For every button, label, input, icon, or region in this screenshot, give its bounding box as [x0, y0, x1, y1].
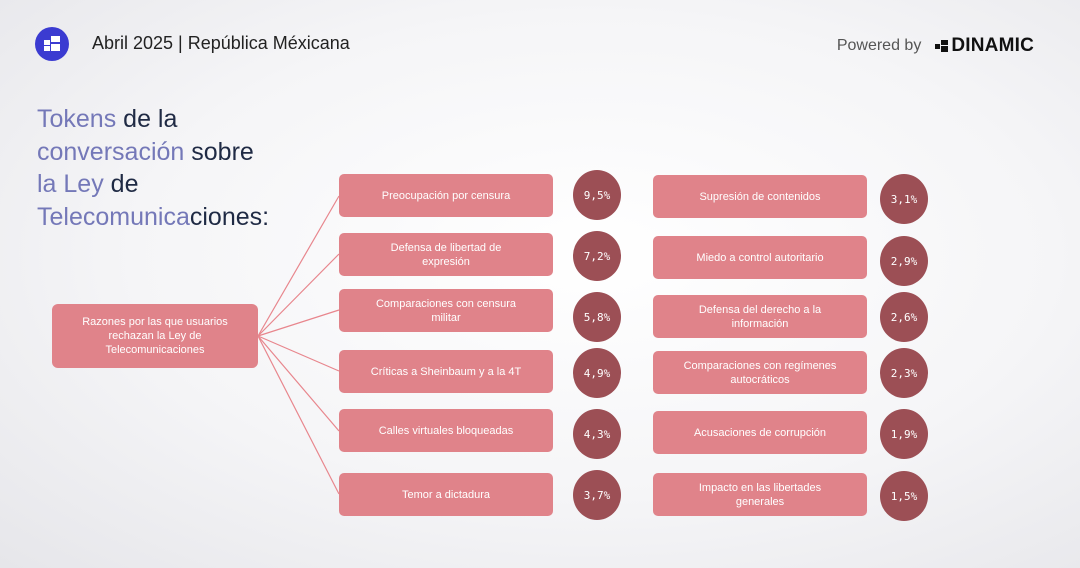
title-part: Telecomunica	[37, 202, 190, 231]
powered-by: Powered by DINAMIC	[837, 35, 1034, 57]
connector-line	[257, 195, 340, 337]
percent-badge: 2,3%	[880, 348, 928, 398]
title-part: de	[103, 170, 139, 198]
connector-line	[257, 335, 340, 432]
token-box: Defensa del derecho a la información	[653, 295, 867, 338]
token-box: Miedo a control autoritario	[653, 236, 867, 279]
connector-line	[257, 335, 340, 372]
percent-badge: 2,6%	[880, 292, 928, 342]
brand-name: DINAMIC	[951, 35, 1034, 56]
token-box: Calles virtuales bloqueadas	[339, 409, 553, 452]
token-box: Impacto en las libertades generales	[653, 473, 867, 516]
grid-blocks-icon	[35, 27, 69, 61]
connector-line	[257, 253, 340, 337]
token-box: Temor a dictadura	[339, 473, 553, 516]
grid-blocks-icon-svg	[44, 36, 60, 51]
title-part: Tokens	[37, 105, 117, 133]
connector-line	[257, 335, 340, 495]
token-box: Comparaciones con censura militar	[339, 289, 553, 332]
token-box: Acusaciones de corrupción	[653, 411, 867, 454]
token-box: Comparaciones con regímenes autocráticos	[653, 351, 867, 394]
title-part: la Ley	[37, 170, 104, 198]
powered-by-label: Powered by	[836, 37, 922, 54]
title-part: conversación	[37, 137, 185, 166]
percent-badge: 1,9%	[880, 409, 928, 459]
token-box: Supresión de contenidos	[653, 175, 867, 218]
percent-badge: 9,5%	[573, 170, 621, 220]
percent-badge: 1,5%	[880, 471, 928, 521]
title-part: sobre	[184, 137, 254, 166]
percent-badge: 3,7%	[573, 470, 621, 520]
token-box: Preocupación por censura	[339, 174, 553, 217]
token-box: Críticas a Sheinbaum y a la 4T	[339, 350, 553, 393]
header-date-region: Abril 2025 | República Méxicana	[92, 33, 350, 53]
percent-badge: 2,9%	[880, 236, 928, 286]
percent-badge: 4,3%	[573, 409, 621, 459]
percent-badge: 7,2%	[573, 231, 621, 281]
percent-badge: 5,8%	[573, 292, 621, 342]
root-node: Razones por las que usuarios rechazan la…	[52, 304, 258, 368]
percent-badge: 3,1%	[880, 174, 928, 224]
page-title: Tokens de la conversación sobre la Ley d…	[37, 103, 337, 233]
percent-badge: 4,9%	[573, 348, 621, 398]
title-part: de la	[116, 105, 178, 133]
pixel-blocks-icon	[935, 40, 949, 52]
token-box: Defensa de libertad de expresión	[339, 233, 553, 276]
connector-line	[257, 309, 340, 337]
title-part: ciones:	[189, 202, 270, 231]
